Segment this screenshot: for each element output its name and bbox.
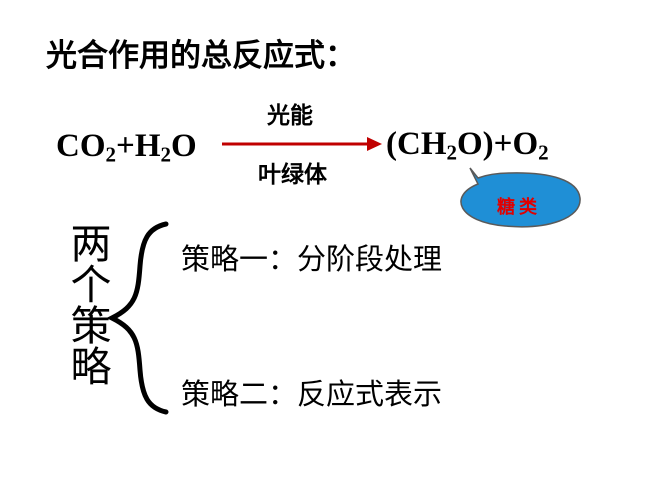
ch2o-formula: (CH2O)	[386, 126, 494, 165]
strategies-heading: 两个策略	[63, 222, 111, 386]
strategy-item-2: 策略二：反应式表示	[181, 377, 443, 411]
h2o-formula: H2O	[134, 128, 197, 167]
co2-formula: CO2	[56, 128, 116, 167]
page-title: 光合作用的总反应式：	[46, 38, 356, 74]
equation-reactants: CO2+H2O	[56, 128, 197, 167]
reaction-arrow	[222, 137, 382, 151]
callout-label-sugars: 糖类	[497, 197, 541, 218]
equation-products: (CH2O)+O2	[386, 126, 549, 165]
callout-bubble	[460, 167, 581, 228]
condition-light-energy: 光能	[267, 103, 313, 129]
curly-brace-icon	[106, 221, 169, 415]
condition-chloroplast: 叶绿体	[258, 162, 327, 188]
plus-sign-2: +	[493, 126, 513, 162]
o2-formula: O2	[512, 126, 549, 165]
strategy-item-1: 策略一：分阶段处理	[181, 242, 443, 276]
plus-sign: +	[116, 128, 135, 164]
